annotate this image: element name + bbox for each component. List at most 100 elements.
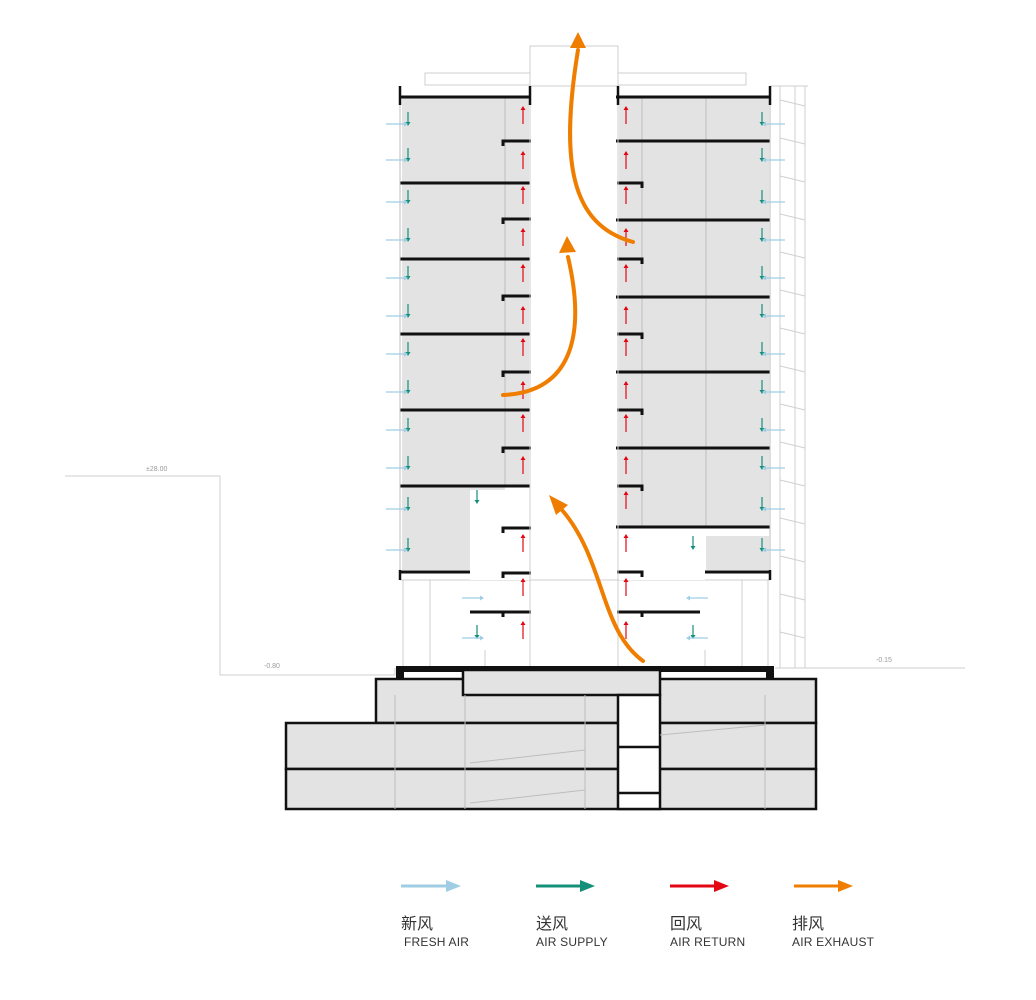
- right-short-slab: [617, 181, 644, 188]
- return-arrow-head: [520, 151, 526, 155]
- ground-ramp-right: [766, 666, 774, 680]
- tower-floor-plates: [402, 97, 769, 580]
- fresh-arrow-head: [404, 275, 408, 281]
- tower-floor-slabs: [399, 86, 771, 668]
- supply-arrow-head: [474, 635, 480, 639]
- right-short-slab: [617, 570, 644, 577]
- return-arrow-head: [520, 578, 526, 582]
- fresh-arrow-head: [762, 237, 766, 243]
- fresh-arrow-head: [404, 506, 408, 512]
- air-exhaust-flows: [501, 32, 645, 663]
- return-arrow-head: [623, 228, 629, 232]
- fresh-arrow-head: [404, 465, 408, 471]
- exhaust-curve-middle: [501, 255, 578, 397]
- elevation-label-ground-right: -0.15: [876, 657, 892, 664]
- facade-fin: [779, 289, 806, 297]
- legend-label-zh: 送风: [536, 914, 569, 933]
- return-arrow-head: [623, 491, 629, 495]
- left-short-slab: [501, 571, 531, 578]
- elevation-label-ground-left: -0.80: [264, 663, 280, 670]
- left-short-slab: [501, 526, 531, 533]
- legend-label-zh: 排风: [792, 914, 825, 933]
- exhaust-arrowhead-bottom: [549, 495, 568, 515]
- exhaust-arrowhead-middle: [559, 236, 576, 253]
- fresh-arrow-head: [762, 157, 766, 163]
- basement-level-b3: [284, 767, 818, 811]
- fresh-arrow-head: [762, 547, 766, 553]
- fresh-arrow-head: [762, 313, 766, 319]
- return-arrow-head: [520, 456, 526, 460]
- return-arrow-head: [520, 186, 526, 190]
- basement-level-b2: [284, 721, 818, 771]
- ground-ramp-left: [396, 666, 404, 680]
- legend-arrowhead-air-exhaust: [838, 880, 853, 892]
- right-wing-low-floor: [706, 536, 769, 570]
- podium-basement: [284, 666, 818, 811]
- facade-fin: [779, 365, 806, 373]
- return-arrow-head: [520, 264, 526, 268]
- legend-arrowhead-fresh-air: [446, 880, 461, 892]
- fresh-arrow-head: [404, 199, 408, 205]
- fresh-arrow-head: [762, 121, 766, 127]
- facade-fin: [779, 517, 806, 525]
- facade-fin: [779, 99, 806, 107]
- legend-arrowhead-air-return: [714, 880, 729, 892]
- return-arrow-head: [623, 264, 629, 268]
- facade-fin: [779, 137, 806, 145]
- supply-arrow-head: [690, 635, 696, 639]
- left-void: [470, 490, 530, 580]
- return-arrow-head: [520, 621, 526, 625]
- return-arrow-head: [520, 228, 526, 232]
- podium-core-room: [461, 668, 662, 697]
- fresh-arrow-head: [686, 635, 690, 641]
- fresh-arrow-head: [404, 351, 408, 357]
- air-flow-arrows: [386, 99, 806, 641]
- left-short-slab: [501, 294, 531, 301]
- legend-label-en: AIR RETURN: [670, 935, 746, 949]
- interior-partitions: [504, 97, 707, 526]
- fresh-arrow-head: [480, 595, 484, 601]
- legend-label-en: AIR SUPPLY: [536, 935, 608, 949]
- legend-arrows: [401, 880, 853, 892]
- facade-fin: [779, 555, 806, 563]
- supply-arrow-head: [474, 500, 480, 504]
- facade-fins: [779, 99, 806, 639]
- fresh-arrow-head: [404, 121, 408, 127]
- fresh-arrow-head: [762, 506, 766, 512]
- return-arrow-head: [623, 306, 629, 310]
- supply-arrow-head: [690, 546, 696, 550]
- site-context-lines: [65, 45, 965, 676]
- right-short-slab: [617, 257, 644, 264]
- fresh-arrow-head: [404, 547, 408, 553]
- tower-walls: [398, 86, 772, 580]
- return-arrow-head: [520, 381, 526, 385]
- return-arrow-head: [623, 186, 629, 190]
- right-short-slab: [617, 408, 644, 415]
- facade-fin: [779, 175, 806, 183]
- return-arrow-head: [623, 621, 629, 625]
- exhaust-arrowhead-top: [570, 32, 586, 48]
- facade-fin: [779, 327, 806, 335]
- fresh-arrow-head: [404, 237, 408, 243]
- left-short-slab: [501, 217, 531, 224]
- fresh-arrow-head: [762, 465, 766, 471]
- facade-fin: [779, 213, 806, 221]
- legend-arrowhead-air-supply: [580, 880, 595, 892]
- left-short-slab: [501, 139, 531, 146]
- legend-label-zh: 新风: [401, 914, 434, 933]
- left-wing-core: [505, 97, 529, 487]
- right-short-slab: [617, 332, 644, 339]
- fresh-arrow-head: [762, 389, 766, 395]
- core-shaft: [616, 693, 662, 811]
- return-arrow-head: [520, 534, 526, 538]
- fresh-arrow-head: [762, 275, 766, 281]
- legend-label-en: AIR EXHAUST: [792, 935, 875, 949]
- fresh-arrow-head: [762, 351, 766, 357]
- return-arrow-head: [623, 151, 629, 155]
- return-arrow-head: [520, 414, 526, 418]
- return-arrow-head: [623, 414, 629, 418]
- return-arrow-head: [623, 578, 629, 582]
- return-arrow-head: [623, 106, 629, 110]
- return-arrow-head: [623, 381, 629, 385]
